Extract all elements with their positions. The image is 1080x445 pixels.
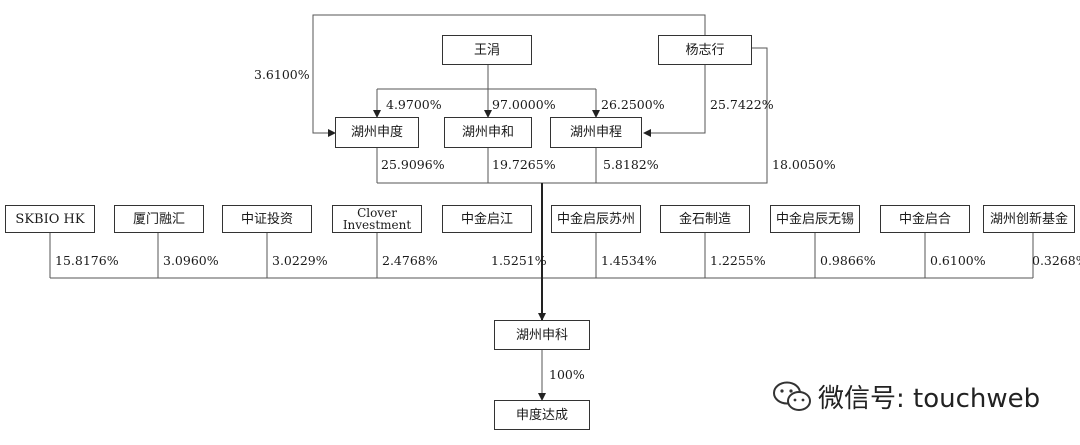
node-zjqh: 中金启合 <box>880 205 970 233</box>
node-jinshi: 金石制造 <box>660 205 750 233</box>
pct-xiamen: 3.0960% <box>163 253 219 268</box>
pct-wang-shendu: 4.9700% <box>386 97 442 112</box>
node-skbio: SKBIO HK <box>5 205 95 233</box>
pct-wang-shencheng: 26.2500% <box>601 97 665 112</box>
node-clover: Clover Investment <box>332 205 422 233</box>
pct-jinshi: 1.2255% <box>710 253 766 268</box>
pct-zjqj: 1.5251% <box>491 253 547 268</box>
node-shencheng: 湖州申程 <box>550 117 642 148</box>
node-shendudacheng: 申度达成 <box>494 400 590 430</box>
node-shendu: 湖州申度 <box>335 117 419 148</box>
pct-zhongzheng: 3.0229% <box>272 253 328 268</box>
pct-zjqh: 0.6100% <box>930 253 986 268</box>
pct-yang-shendu: 3.6100% <box>254 67 310 82</box>
node-wang: 王涓 <box>442 35 532 65</box>
pct-shencheng-shenke: 5.8182% <box>603 157 659 172</box>
pct-huzhou-fund: 0.3268% <box>1032 253 1080 268</box>
pct-shendu-shenke: 25.9096% <box>381 157 445 172</box>
pct-zjqcsz: 1.4534% <box>601 253 657 268</box>
node-zjqcsz: 中金启辰苏州 <box>551 205 641 233</box>
pct-wang-shenhe: 97.0000% <box>492 97 556 112</box>
node-xiamen: 厦门融汇 <box>114 205 204 233</box>
node-zjqcwx: 中金启辰无锡 <box>770 205 860 233</box>
node-huzhou-fund: 湖州创新基金 <box>983 205 1075 233</box>
pct-yang-shenke: 18.0050% <box>772 157 836 172</box>
pct-shenke-shendudacheng: 100% <box>549 367 585 382</box>
node-zjqj: 中金启江 <box>442 205 532 233</box>
pct-yang-shencheng: 25.7422% <box>710 97 774 112</box>
edge-yang-shencheng <box>643 65 706 137</box>
watermark-text: 微信号: touchweb <box>818 384 1041 414</box>
node-shenke: 湖州申科 <box>494 320 590 350</box>
node-shenhe: 湖州申和 <box>444 117 532 148</box>
node-yang: 杨志行 <box>658 35 752 65</box>
pct-clover: 2.4768% <box>382 253 438 268</box>
node-zhongzheng: 中证投资 <box>222 205 312 233</box>
pct-skbio: 15.8176% <box>55 253 119 268</box>
wechat-icon <box>773 381 811 411</box>
edge-yang-shendu <box>312 14 706 137</box>
pct-shenhe-shenke: 19.7265% <box>492 157 556 172</box>
pct-zjqcwx: 0.9866% <box>820 253 876 268</box>
edge-yang-shenke <box>542 47 768 184</box>
watermark: 微信号: touchweb <box>772 378 1040 415</box>
